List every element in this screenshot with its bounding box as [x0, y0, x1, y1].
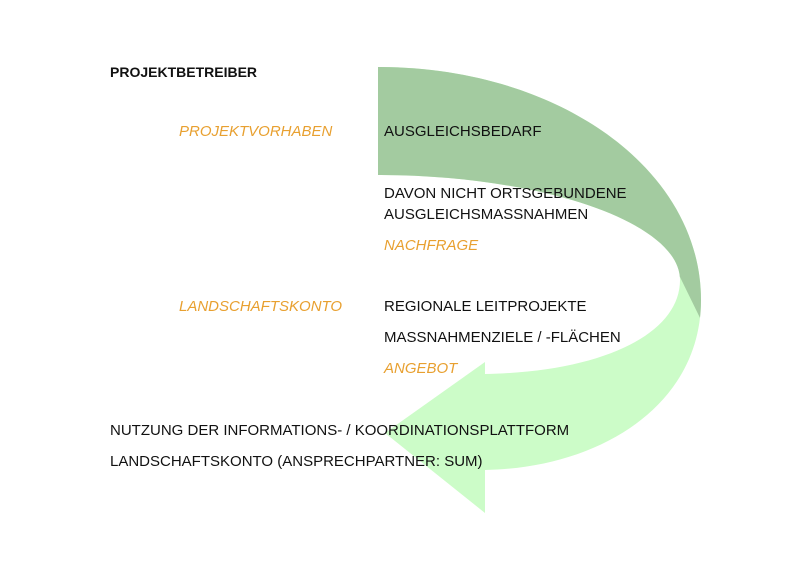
tag-nachfrage: NACHFRAGE	[384, 237, 479, 254]
footer-line-1: NUTZUNG DER INFORMATIONS- / KOORDINATION…	[110, 422, 570, 439]
item-ausgleichsbedarf: AUSGLEICHSBEDARF	[384, 123, 542, 140]
footer-line-2: LANDSCHAFTSKONTO (ANSPRECHPARTNER: SUM)	[110, 453, 483, 470]
projektvorhaben-label: PROJEKTVORHABEN	[179, 123, 333, 140]
item-nicht-ortsgebunden-1: DAVON NICHT ORTSGEBUNDENE	[384, 185, 627, 202]
tag-angebot: ANGEBOT	[384, 360, 458, 377]
item-leitprojekte: REGIONALE LEITPROJEKTE	[384, 298, 587, 315]
item-massnahmenziele: MASSNAHMENZIELE / -FLÄCHEN	[384, 329, 621, 346]
item-nicht-ortsgebunden-2: AUSGLEICHSMASSNAHMEN	[384, 206, 589, 223]
landschaftskonto-label: LANDSCHAFTSKONTO	[179, 298, 343, 315]
heading: PROJEKTBETREIBER	[110, 64, 258, 80]
